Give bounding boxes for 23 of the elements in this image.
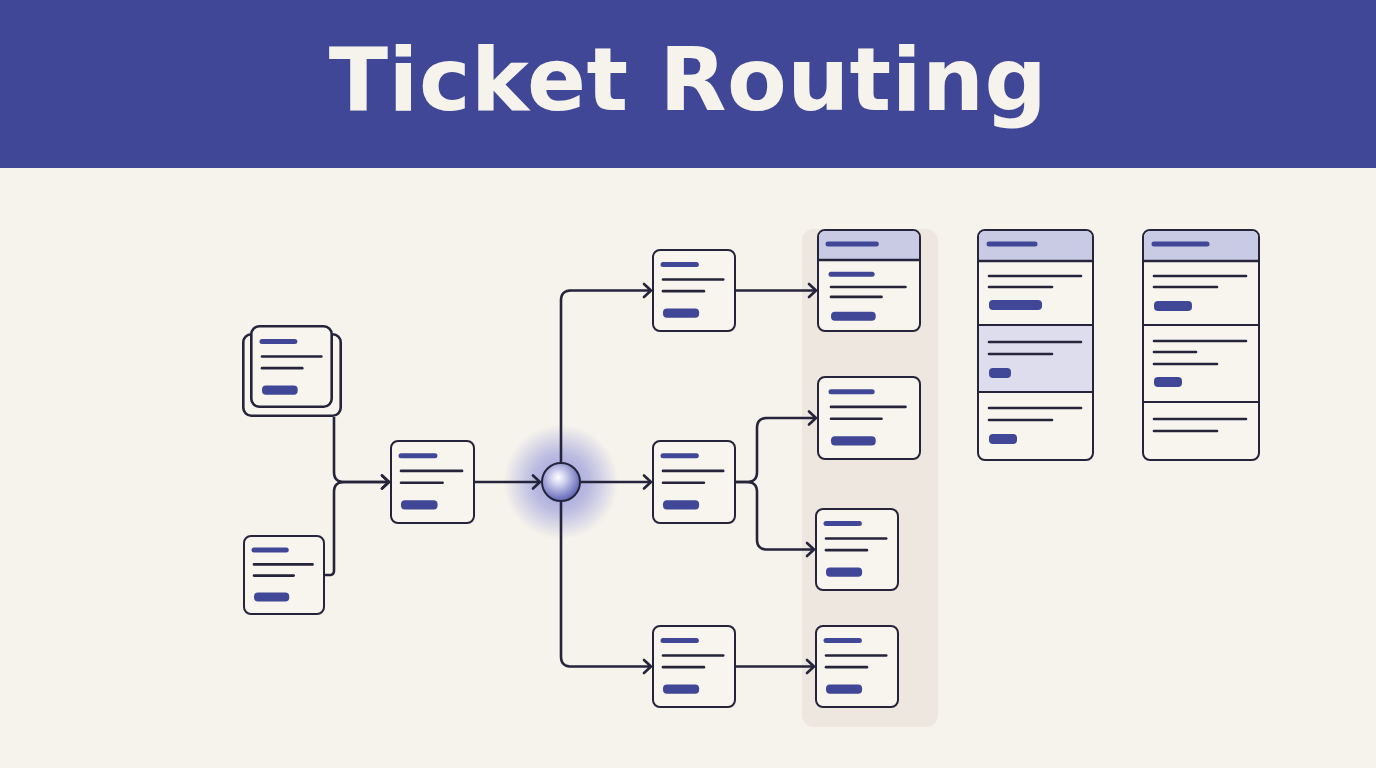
- arrow: [736, 480, 816, 558]
- ticket-card: [815, 625, 899, 708]
- column-band: [802, 229, 938, 727]
- arrow: [325, 474, 391, 577]
- arrow: [559, 282, 653, 462]
- ticket-card: [390, 440, 475, 524]
- list-panel: [1142, 229, 1260, 461]
- ticket-card: [652, 249, 736, 332]
- list-panel: [977, 229, 1094, 461]
- ticket-card: [652, 625, 736, 708]
- hub-circle: [541, 462, 581, 502]
- card-stack: [242, 325, 342, 417]
- ticket-card: [652, 440, 736, 524]
- ticket-card: [815, 508, 899, 591]
- arrow: [736, 282, 818, 299]
- arrow: [475, 474, 542, 490]
- ticket-card: [243, 535, 325, 615]
- ticket-card: [817, 229, 921, 332]
- arrow: [736, 658, 816, 675]
- diagram-title: Ticket Routing: [328, 35, 1048, 127]
- arrow: [581, 474, 653, 490]
- arrow: [559, 502, 653, 675]
- ticket-card: [817, 376, 921, 460]
